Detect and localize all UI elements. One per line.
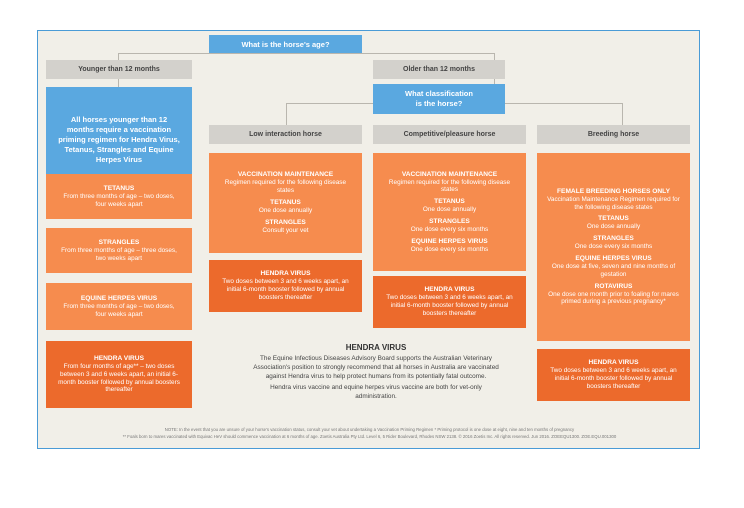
- low-strangles-title: STRANGLES: [265, 218, 306, 226]
- low-maint-text: Regimen required for the following disea…: [224, 179, 347, 195]
- connector: [118, 53, 119, 61]
- hendra-text: From four months of age** – two doses be…: [58, 362, 180, 394]
- breed-rota-text: One dose one month prior to foaling for …: [548, 290, 679, 306]
- breed-rota-title: ROTAVIRUS: [594, 282, 633, 290]
- hendra-note-body: The Equine Infectious Diseases Advisory …: [250, 354, 502, 401]
- breed-hendra-title: HENDRA VIRUS: [588, 359, 639, 367]
- low-strangles-text: Consult your vet: [262, 226, 309, 234]
- connector: [286, 103, 287, 125]
- hendra-note-paragraph-1: The Equine Infectious Diseases Advisory …: [253, 355, 499, 380]
- low-tetanus-text: One dose annually: [258, 207, 313, 214]
- footnote-line-1: NOTE: In the event that you are unsure o…: [164, 427, 575, 432]
- comp-strangles-text: One dose every six months: [410, 225, 489, 233]
- breeding-label-box: Breeding horse: [537, 125, 690, 144]
- comp-maint-title: VACCINATION MAINTENANCE: [401, 170, 498, 178]
- younger-tetanus-box: TETANUS From three months of age – two d…: [46, 174, 192, 219]
- hendra-note-title: HENDRA VIRUS: [345, 343, 407, 352]
- older-label-box: Older than 12 months: [373, 60, 505, 79]
- comp-ehv-title: EQUINE HERPES VIRUS: [411, 237, 488, 245]
- competitive-hendra-box: HENDRA VIRUS Two doses between 3 and 6 w…: [373, 276, 526, 328]
- footnote-line-2: ** Foals born to mares vaccinated with E…: [122, 434, 617, 439]
- classification-question-box: What classification is the horse?: [373, 84, 505, 114]
- younger-intro-text: All horses younger than 12 months requir…: [58, 115, 180, 164]
- comp-hendra-text: Two doses between 3 and 6 weeks apart, a…: [386, 294, 513, 317]
- breed-female-text: Vaccination Maintenance Regimen required…: [547, 195, 680, 211]
- ehv-title: EQUINE HERPES VIRUS: [80, 294, 158, 302]
- breeding-label: Breeding horse: [587, 131, 640, 138]
- connector: [494, 79, 495, 87]
- breed-female-title: FEMALE BREEDING HORSES ONLY: [557, 187, 670, 195]
- tetanus-title: TETANUS: [103, 184, 135, 192]
- comp-maint-text: Regimen required for the following disea…: [388, 178, 511, 194]
- older-label: Older than 12 months: [403, 66, 475, 73]
- comp-tetanus-title: TETANUS: [434, 198, 465, 206]
- low-hendra-title: HENDRA VIRUS: [260, 270, 311, 278]
- younger-label: Younger than 12 months: [78, 66, 160, 73]
- breed-tetanus-text: One dose annually: [586, 223, 641, 231]
- connector: [118, 53, 494, 54]
- comp-strangles-title: STRANGLES: [429, 217, 470, 225]
- strangles-text: From three months of age – three doses, …: [61, 246, 177, 262]
- younger-label-box: Younger than 12 months: [46, 60, 192, 79]
- younger-hendra-box: HENDRA VIRUS From four months of age** –…: [46, 341, 192, 408]
- breeding-hendra-box: HENDRA VIRUS Two doses between 3 and 6 w…: [537, 349, 690, 401]
- flowchart-panel: What is the horse's age? Younger than 12…: [37, 30, 700, 449]
- low-interaction-label-box: Low interaction horse: [209, 125, 362, 144]
- breed-strangles-text: One dose every six months: [574, 243, 653, 251]
- ehv-text: From three months of age – two doses, fo…: [63, 302, 175, 318]
- strangles-title: STRANGLES: [98, 238, 140, 246]
- connector: [118, 79, 119, 87]
- younger-strangles-box: STRANGLES From three months of age – thr…: [46, 228, 192, 273]
- breed-hendra-text: Two doses between 3 and 6 weeks apart, a…: [550, 367, 677, 390]
- low-maintenance-box: VACCINATION MAINTENANCE Regimen required…: [209, 153, 362, 253]
- breed-ehv-title: EQUINE HERPES VIRUS: [575, 255, 652, 262]
- competitive-label-box: Competitive/pleasure horse: [373, 125, 526, 144]
- breed-strangles-title: STRANGLES: [593, 235, 634, 243]
- hendra-note-paragraph-2: Hendra virus vaccine and equine herpes v…: [270, 384, 482, 400]
- comp-hendra-title: HENDRA VIRUS: [424, 286, 475, 294]
- breed-tetanus-title: TETANUS: [598, 215, 629, 223]
- hendra-title: HENDRA VIRUS: [94, 354, 144, 362]
- competitive-label: Competitive/pleasure horse: [403, 131, 496, 138]
- footnotes: NOTE: In the event that you are unsure o…: [38, 426, 701, 440]
- tetanus-text: From three months of age – two doses, fo…: [63, 192, 175, 208]
- comp-tetanus-text: One dose annually: [422, 206, 477, 214]
- low-interaction-label: Low interaction horse: [249, 131, 322, 138]
- low-hendra-text: Two doses between 3 and 6 weeks apart, a…: [222, 278, 349, 301]
- competitive-maintenance-box: VACCINATION MAINTENANCE Regimen required…: [373, 153, 526, 271]
- low-hendra-box: HENDRA VIRUS Two doses between 3 and 6 w…: [209, 260, 362, 312]
- younger-ehv-box: EQUINE HERPES VIRUS From three months of…: [46, 283, 192, 330]
- connector: [622, 103, 623, 125]
- classification-question-text: What classification is the horse?: [405, 89, 473, 108]
- breeding-maintenance-box: FEMALE BREEDING HORSES ONLY Vaccination …: [537, 153, 690, 341]
- low-tetanus-title: TETANUS: [270, 199, 301, 206]
- age-question-text: What is the horse's age?: [241, 39, 330, 49]
- comp-ehv-text: One dose every six months: [410, 245, 489, 253]
- age-question-box: What is the horse's age?: [209, 35, 362, 53]
- breed-ehv-text: One dose at five, seven and nine months …: [551, 263, 676, 278]
- connector: [494, 53, 495, 61]
- low-maint-title: VACCINATION MAINTENANCE: [237, 171, 334, 179]
